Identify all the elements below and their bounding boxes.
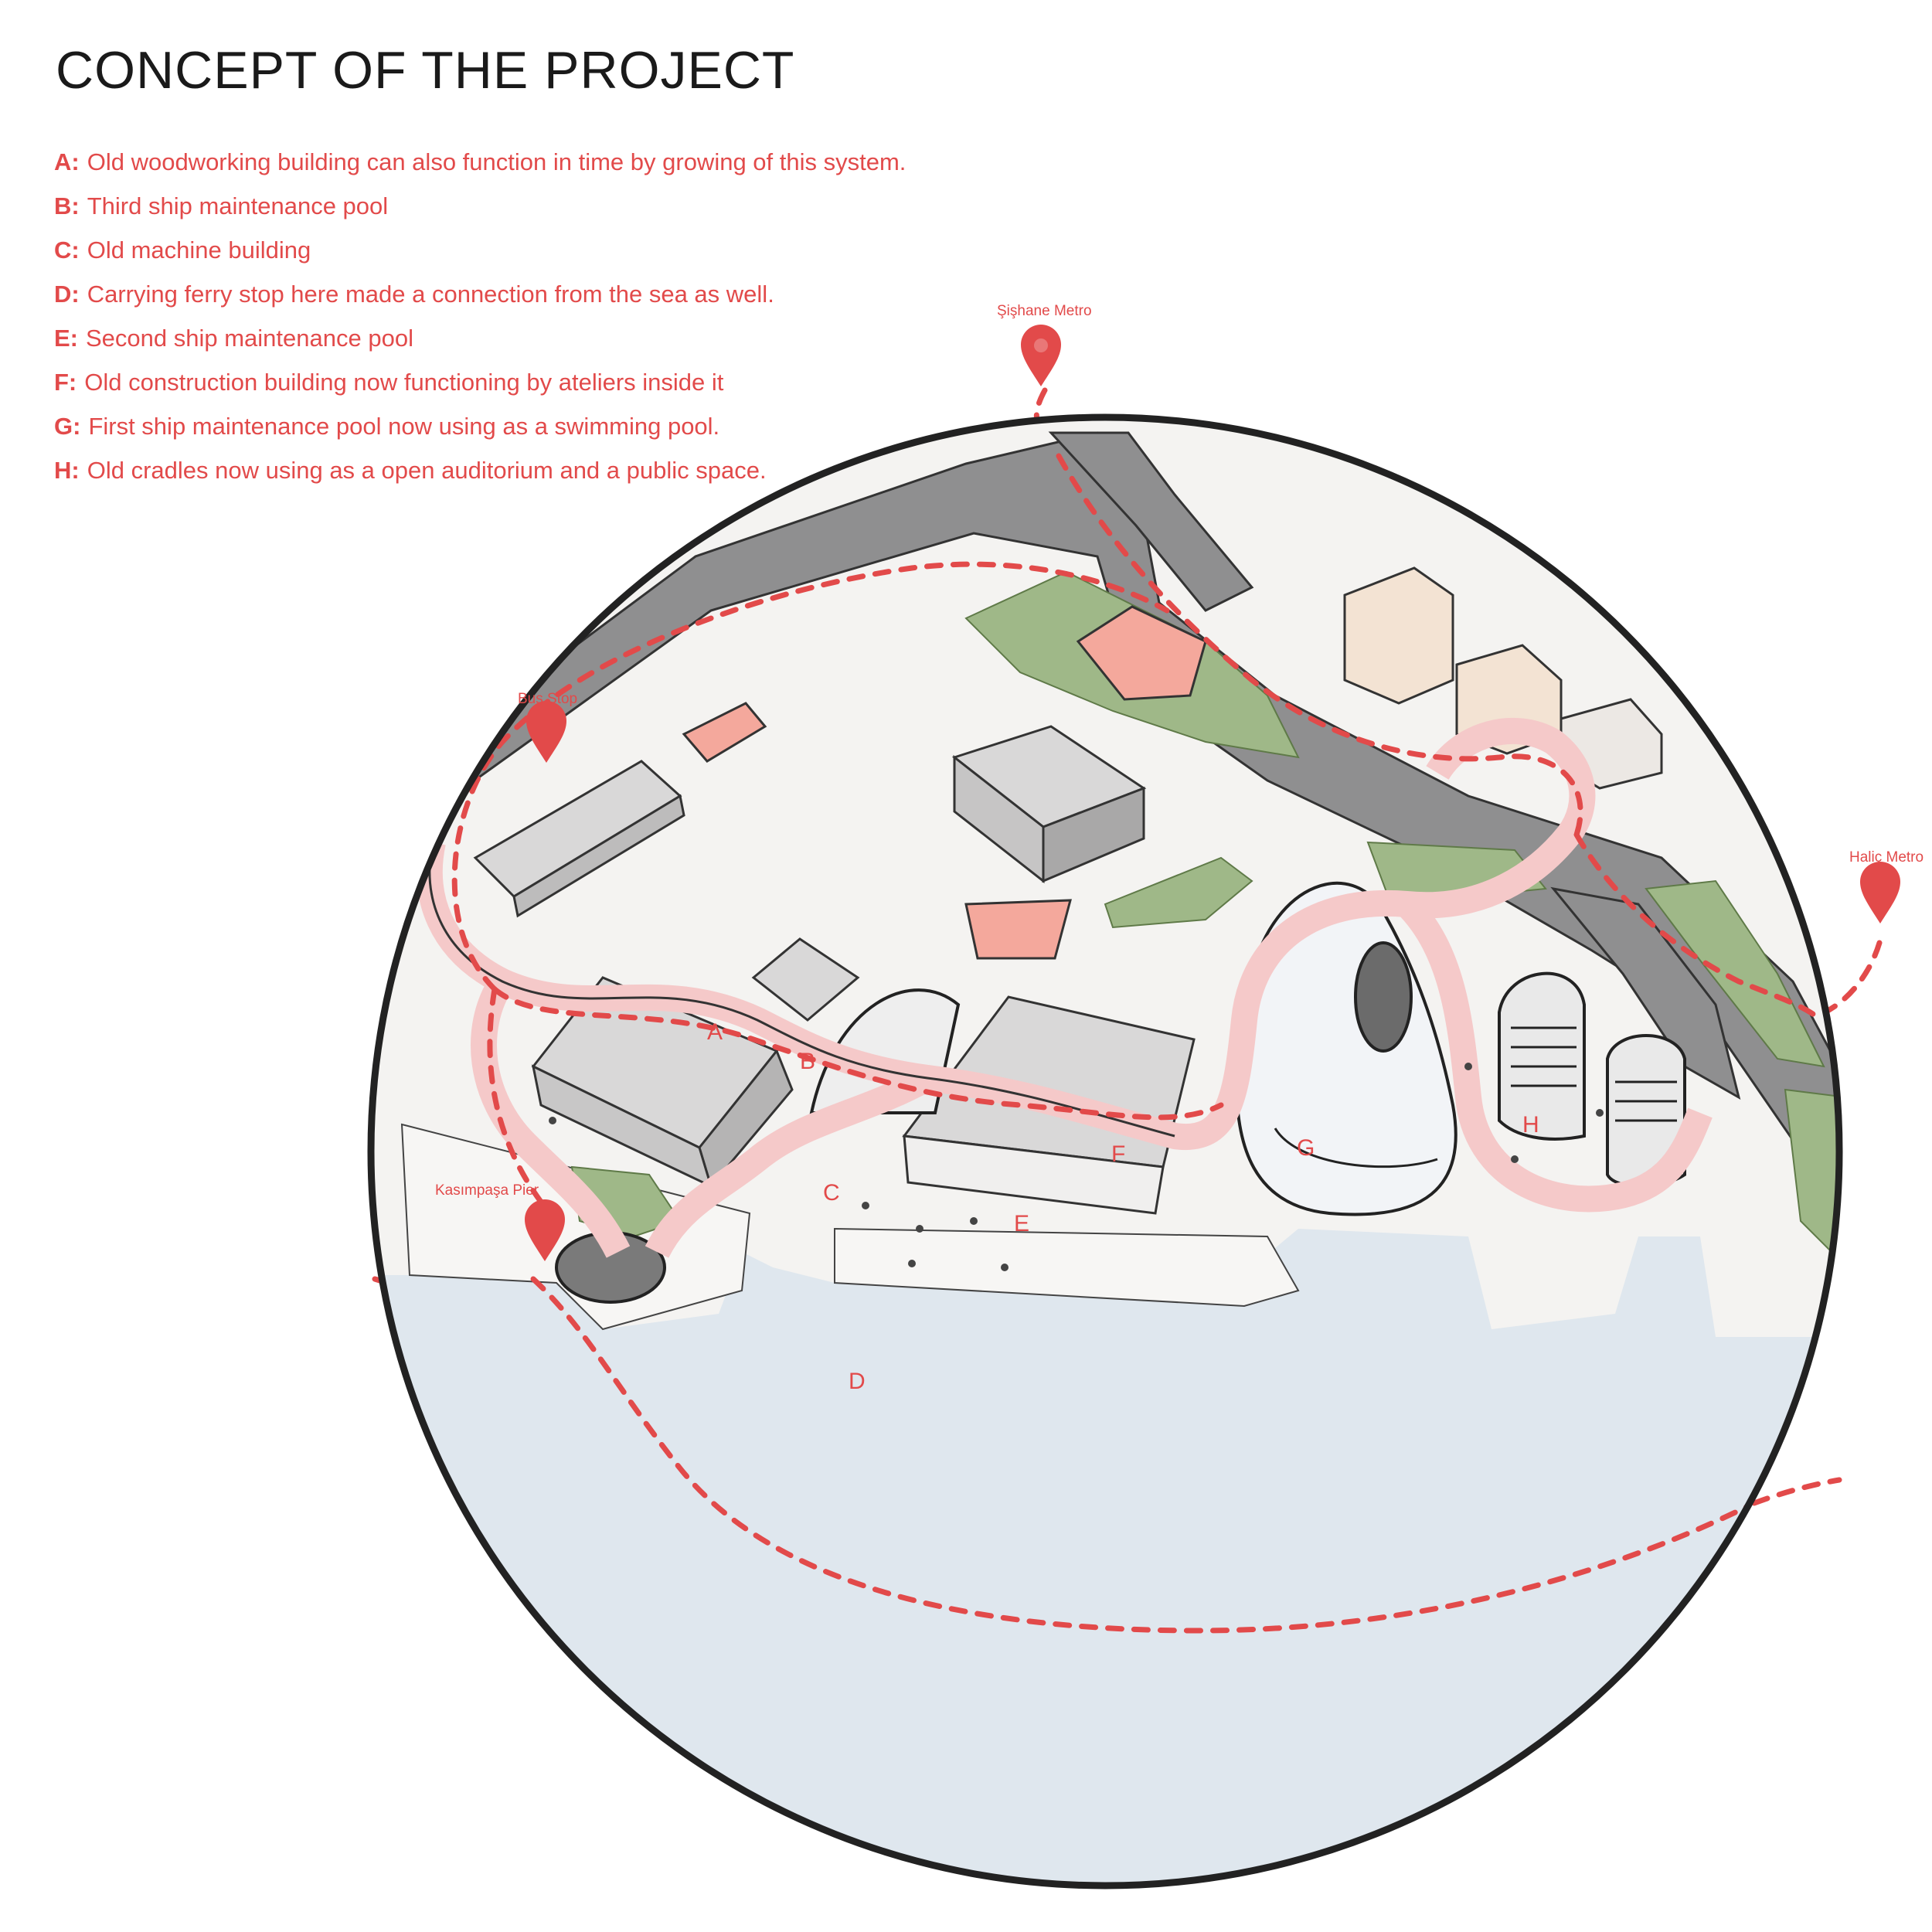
route-ferry-east: [1751, 1477, 1842, 1506]
legend-item-e: E:Second ship maintenance pool: [54, 325, 413, 352]
pin-label-halic: Haliç Metro: [1849, 849, 1923, 866]
legend-item-d: D:Carrying ferry stop here made a connec…: [54, 281, 774, 308]
legend-item-c: C:Old machine building: [54, 236, 311, 264]
person-figure: [1001, 1264, 1009, 1271]
route-main-spine: [492, 986, 1224, 1121]
building-north-long-side: [512, 794, 685, 918]
ramp-road: [1048, 431, 1254, 612]
zone-label-h: H: [1522, 1112, 1539, 1138]
pin-label-kasimpasa: Kasımpaşa Pier: [435, 1182, 539, 1199]
roof-center: [964, 899, 1072, 960]
person-figure: [908, 1260, 916, 1267]
zone-label-d: D: [849, 1369, 866, 1394]
route-sishane-down: [1056, 453, 1583, 838]
pin-label-bus: Bus Stop: [518, 691, 577, 707]
vignette-frame: [367, 413, 1843, 1889]
zone-label-a: A: [707, 1019, 723, 1045]
green-strip-middle: [1104, 856, 1253, 929]
route-east: [1573, 832, 1819, 1019]
person-figure: [970, 1217, 978, 1225]
legend-item-h: H:Old cradles now using as a open audito…: [54, 457, 767, 484]
pin-label-sishane: Şişhane Metro: [997, 303, 1092, 319]
pool-g-inner: [1274, 1128, 1438, 1168]
buildings: [473, 566, 1663, 1215]
roof-north: [1076, 605, 1207, 701]
building-large-block-side: [953, 754, 1045, 884]
building-east-houses: [1343, 566, 1454, 705]
people-figures: [549, 1063, 1604, 1271]
zone-label-c: C: [823, 1180, 840, 1206]
zone-label-g: G: [1297, 1135, 1315, 1161]
person-figure: [1596, 1109, 1604, 1117]
green-bank-east: [1784, 1088, 1839, 1270]
legend-item-b: B:Third ship maintenance pool: [54, 192, 389, 219]
cradle-h-auditorium: [1498, 971, 1586, 1141]
site-routes: [451, 453, 1819, 1634]
site-vignette: A B C D E F G H: [371, 417, 1839, 1886]
green-strip-far-east: [1645, 879, 1825, 1068]
route-loop-north: [451, 561, 1170, 992]
quay-platform: [834, 1227, 1300, 1308]
pool-structures: [555, 881, 1686, 1304]
auditorium-seating: [1511, 1026, 1677, 1122]
pin-sishane-icon: [1021, 325, 1061, 386]
person-figure: [549, 1117, 556, 1124]
public-path-edge: [428, 842, 1175, 1138]
person-figure: [862, 1202, 869, 1209]
person-figure: [1464, 1063, 1472, 1070]
roof-small: [682, 702, 767, 763]
legend-item-a: A:Old woodworking building can also func…: [54, 148, 906, 175]
page-title: CONCEPT OF THE PROJECT: [56, 41, 795, 100]
building-small: [751, 937, 860, 1022]
person-figure: [1511, 1155, 1519, 1163]
pool-g-dark-opening: [1354, 941, 1413, 1053]
location-pins: [525, 325, 1900, 1261]
legend-item-f: F:Old construction building now function…: [54, 369, 724, 396]
legend-item-g: G:First ship maintenance pool now using …: [54, 413, 720, 440]
person-figure: [916, 1225, 923, 1233]
building-f-ateliers-front: [903, 1134, 1165, 1215]
pin-sishane-dot: [1034, 338, 1048, 352]
zone-label-b: B: [800, 1049, 815, 1074]
public-path-band: [416, 718, 1713, 1259]
route-pier-spur: [487, 986, 560, 1224]
legend-list: A:Old woodworking building can also func…: [54, 148, 906, 501]
side-road: [1550, 886, 1741, 1100]
route-ferry-arc: [530, 1276, 1757, 1634]
zone-label-e: E: [1014, 1211, 1029, 1236]
highlighted-roofs: [682, 605, 1207, 960]
pin-halic-icon: [1860, 862, 1900, 923]
zone-label-f: F: [1111, 1141, 1125, 1167]
